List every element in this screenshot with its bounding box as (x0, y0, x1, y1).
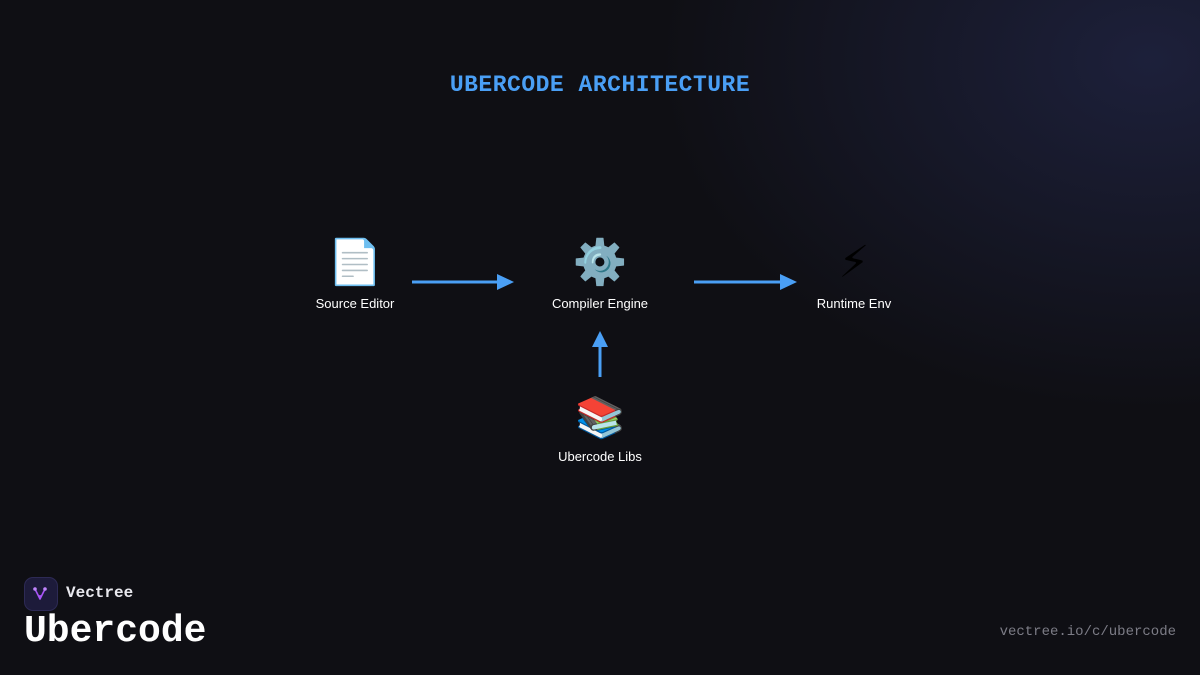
vectree-logo-icon (24, 577, 58, 611)
books-icon: 📚 (575, 396, 625, 440)
arrowhead (780, 274, 797, 290)
node-label: Ubercode Libs (558, 449, 642, 464)
gear-icon: ⚙️ (572, 238, 628, 287)
document-icon: 📄 (327, 238, 383, 287)
node-ubercode-libs: 📚 Ubercode Libs (540, 395, 660, 464)
edge-compiler-to-runtime (694, 274, 797, 290)
node-runtime-env: ⚡ Runtime Env (794, 238, 914, 311)
edge-libs-to-compiler (592, 331, 608, 377)
node-label: Source Editor (315, 296, 395, 311)
node-source-editor: 📄 Source Editor (295, 238, 415, 311)
node-label: Runtime Env (816, 296, 892, 311)
lightning-icon: ⚡ (838, 238, 870, 287)
brand-name: Vectree (66, 584, 134, 602)
course-url: vectree.io/c/ubercode (999, 624, 1176, 640)
edge-source-to-compiler (412, 274, 514, 290)
node-label: Compiler Engine (551, 296, 649, 311)
product-name: Ubercode (24, 610, 207, 653)
arrowhead (592, 331, 608, 347)
diagram-title: UBERCODE ARCHITECTURE (449, 72, 751, 98)
arrowhead (497, 274, 514, 290)
node-compiler-engine: ⚙️ Compiler Engine (530, 238, 670, 311)
